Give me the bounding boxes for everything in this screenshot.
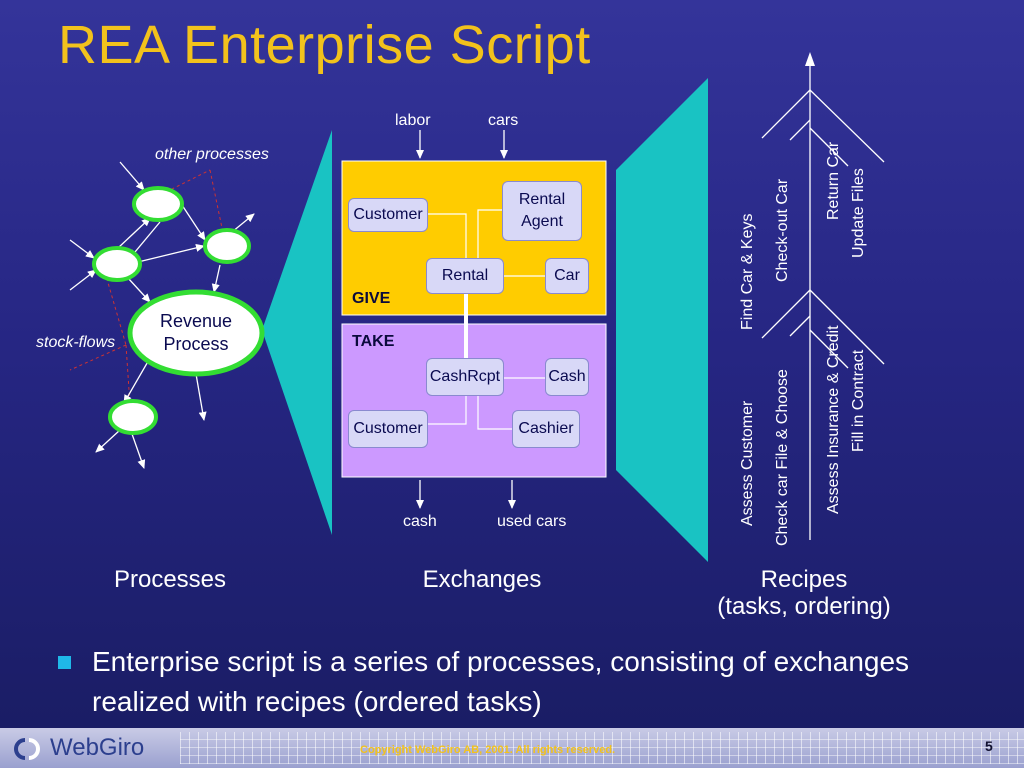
task-find-car-keys: Find Car & Keys: [739, 213, 756, 330]
give-label: GIVE: [352, 290, 391, 307]
processes-column-label: Processes: [113, 566, 227, 593]
task-fill-in-contract: Fill in Contract: [850, 349, 867, 452]
exchanges-column-label: Exchanges: [422, 566, 542, 593]
right-funnel: [616, 78, 708, 562]
task-return-car: Return Car: [825, 141, 842, 220]
recipes-column-label: Recipes: [760, 566, 848, 593]
process-node: [203, 228, 251, 264]
cashier-box: Cashier: [512, 410, 580, 448]
webgiro-logo-icon: [14, 738, 40, 760]
other-processes-label: other processes: [155, 146, 269, 163]
car-box: Car: [545, 258, 589, 294]
rental-box: Rental: [426, 258, 504, 294]
cashrcpt-box: CashRcpt: [426, 358, 504, 396]
input-labor-label: labor: [395, 112, 431, 129]
page-number: 5: [985, 738, 993, 754]
stock-flows-label: stock-flows: [36, 334, 116, 351]
take-panel: [341, 323, 607, 478]
process-node: [132, 186, 184, 222]
process-node: [108, 399, 158, 435]
revenue-process-node: [127, 289, 265, 377]
bullet-text: Enterprise script is a series of process…: [92, 646, 910, 717]
task-update-files: Update Files: [850, 168, 867, 258]
task-assess-insurance: Assess Insurance & Credit: [825, 325, 842, 514]
task-check-car-file: Check car File & Choose: [774, 369, 791, 546]
bullet-marker: [58, 656, 71, 669]
input-cars-label: cars: [488, 112, 519, 129]
output-used-cars-label: used cars: [497, 513, 567, 530]
recipes-sub-label: (tasks, ordering): [717, 593, 891, 620]
take-label: TAKE: [352, 333, 395, 350]
footer-pattern: [180, 732, 1024, 764]
task-assess-customer: Assess Customer: [739, 400, 756, 526]
task-check-out-car: Check-out Car: [774, 178, 791, 282]
copyright-text: Copyright WebGiro AB, 2001. All rights r…: [360, 744, 616, 756]
output-cash-label: cash: [403, 513, 437, 530]
rental-agent-box: Rental Agent: [502, 181, 582, 241]
webgiro-logo-text: WebGiro: [50, 734, 145, 761]
give-customer-box: Customer: [348, 198, 428, 232]
cash-box: Cash: [545, 358, 589, 396]
revenue-process-label: Revenue Process: [159, 311, 233, 354]
left-funnel: [262, 130, 332, 535]
slide-title: REA Enterprise Script: [58, 15, 591, 75]
take-customer-box: Customer: [348, 410, 428, 448]
process-node: [92, 246, 142, 282]
